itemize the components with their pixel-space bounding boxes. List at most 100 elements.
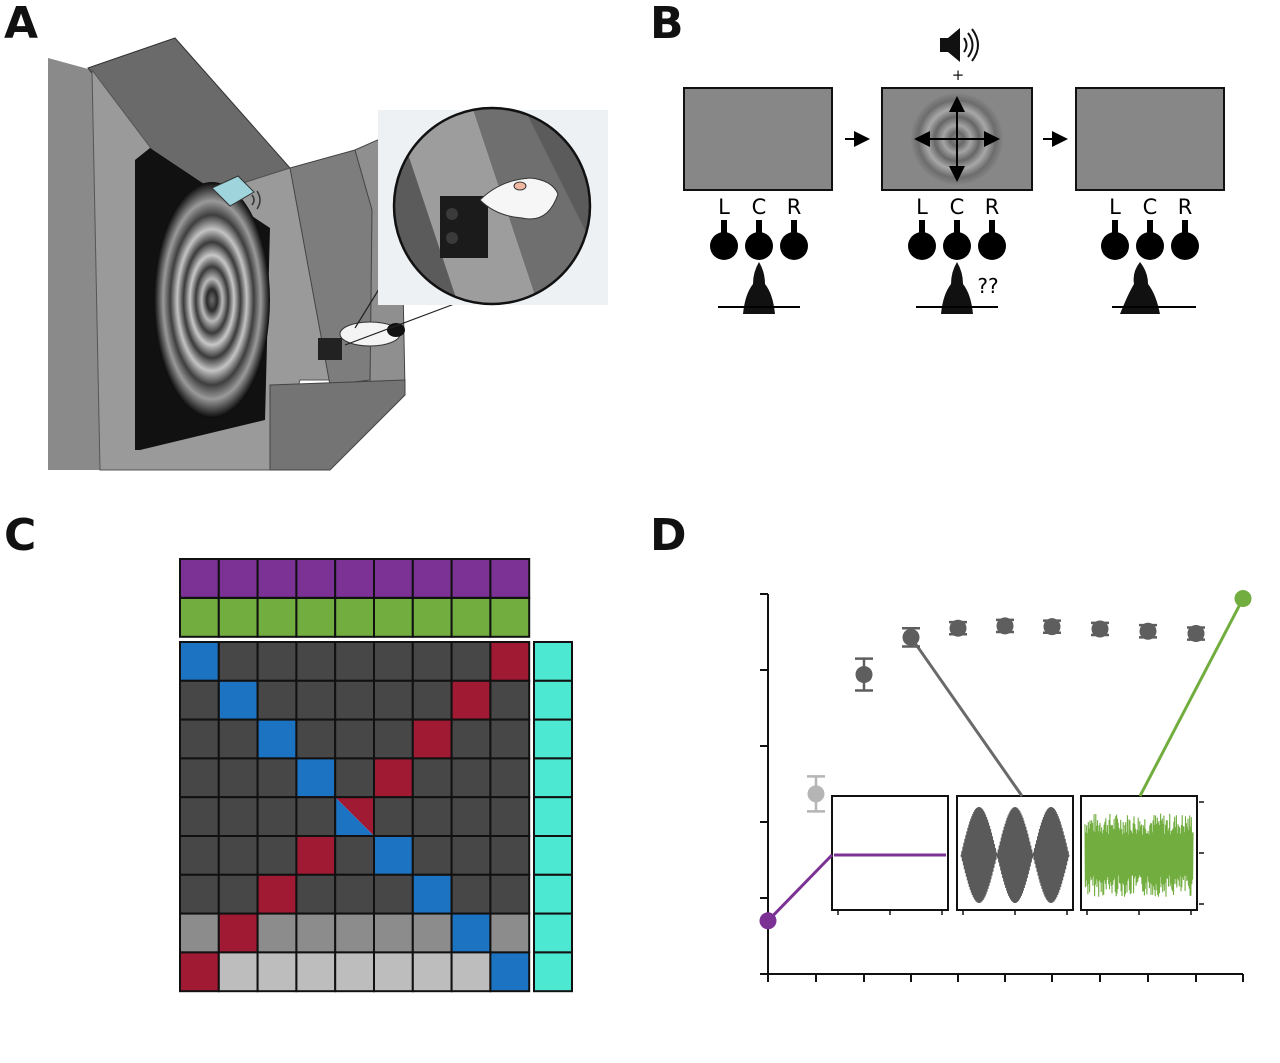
matrix-cell (256, 641, 298, 682)
matrix-cell (295, 951, 337, 993)
matrix-cell (373, 796, 414, 838)
matrix-cell (373, 873, 414, 915)
data-point (807, 785, 825, 803)
panel-letter-c: C (4, 510, 37, 561)
speaker-unit (211, 175, 255, 207)
a-only-cell (533, 718, 573, 760)
matrix-cell (295, 641, 337, 682)
data-point (996, 617, 1014, 635)
a-only-cell (533, 873, 573, 915)
matrix-cell (256, 796, 298, 838)
rat-small-patch (387, 323, 405, 337)
top-row-0-cell (295, 558, 337, 599)
top-row-0-cell (217, 558, 259, 599)
matrix-cell (489, 641, 531, 682)
matrix-cell (411, 679, 453, 721)
top-row-0-cell (256, 558, 298, 599)
top-row-0-cell (489, 558, 531, 599)
matrix-cell (179, 873, 220, 915)
matrix-cell (179, 679, 220, 721)
a-only-cell (533, 679, 573, 721)
matrix-cell (334, 679, 376, 721)
matrix-cell (179, 835, 220, 876)
matrix-cell (450, 873, 492, 915)
svg-text:C: C (1143, 195, 1158, 219)
matrix-cell (373, 641, 414, 682)
matrix-cell (179, 912, 220, 954)
matrix-cell (334, 912, 376, 954)
matrix-cell (411, 873, 453, 915)
matrix-cell (217, 951, 259, 993)
matrix-cell (489, 951, 531, 993)
matrix-cell (295, 679, 337, 721)
matrix-cell (411, 912, 453, 954)
top-row-0-cell (450, 558, 492, 599)
matrix-cell (411, 641, 453, 682)
svg-text:R: R (787, 195, 802, 219)
stimulus-matrix (179, 558, 573, 993)
matrix-cell (334, 835, 376, 876)
matrix-cell (450, 641, 492, 682)
zoom-circle (392, 106, 592, 306)
matrix-cell (179, 757, 220, 799)
a-only-cell (533, 796, 573, 838)
top-row-0-cell (373, 558, 414, 599)
matrix-cell (489, 679, 531, 721)
rat-silhouette-3 (1120, 262, 1160, 314)
matrix-cell (450, 679, 492, 721)
inset-frame (831, 795, 949, 911)
rat-silhouette-1 (743, 262, 775, 314)
svg-text:C: C (752, 195, 767, 219)
matrix-cell (217, 796, 259, 838)
panel-letter-b: B (650, 0, 684, 49)
connector-am (909, 636, 1024, 797)
matrix-cell (450, 796, 492, 838)
top-row-1-cell (489, 597, 531, 638)
a-only-cell (533, 757, 573, 799)
sound-level-chart (759, 590, 1252, 982)
svg-text:C: C (950, 195, 965, 219)
a-only-cell (533, 835, 573, 876)
matrix-cell (411, 796, 453, 838)
matrix-cell (256, 873, 298, 915)
matrix-cell (179, 641, 220, 682)
data-point (1091, 620, 1109, 638)
matrix-cell (295, 835, 337, 876)
matrix-cell (373, 718, 414, 760)
matrix-cell (256, 679, 298, 721)
chamber-floor (269, 379, 406, 471)
panel-letter-d: D (650, 510, 687, 561)
data-point (759, 912, 777, 930)
matrix-cell (217, 679, 259, 721)
data-point (949, 619, 967, 637)
a-only-cell (533, 912, 573, 954)
matrix-cell (295, 796, 337, 838)
port-group-3: L C R (1101, 195, 1199, 314)
screen-3 (1075, 87, 1225, 191)
matrix-cell (373, 757, 414, 799)
data-point (855, 666, 873, 684)
zoom-line-2 (344, 299, 466, 346)
matrix-cell (256, 951, 298, 993)
matrix-cell (217, 718, 259, 760)
connector-v-only (766, 853, 834, 922)
matrix-cell (217, 912, 259, 954)
matrix-cell (334, 951, 376, 993)
apparatus-illustration (48, 37, 608, 471)
matrix-cell (450, 757, 492, 799)
matrix-cell (217, 835, 259, 876)
matrix-cell (256, 835, 298, 876)
port-group-2: L C R ?? (908, 195, 1006, 314)
data-point (1187, 625, 1205, 643)
svg-text:L: L (1109, 195, 1121, 219)
matrix-cell (179, 796, 220, 838)
matrix-cell (295, 757, 337, 799)
matrix-cell (334, 757, 376, 799)
svg-text:R: R (1178, 195, 1193, 219)
matrix-cell (256, 757, 298, 799)
connector-fix-amp (1138, 597, 1245, 797)
screen-1 (683, 87, 833, 191)
port-group-1: L C R (710, 195, 808, 314)
matrix-cell (489, 873, 531, 915)
svg-text:L: L (718, 195, 730, 219)
